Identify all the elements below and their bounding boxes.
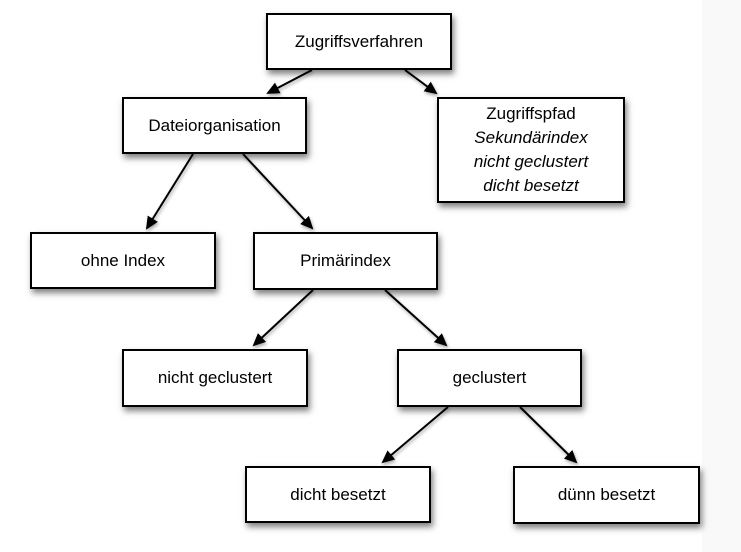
node-duenn-besetzt: dünn besetzt [513, 466, 700, 524]
node-zugriffsverfahren: Zugriffsverfahren [266, 13, 452, 70]
node-label-line: nicht geclustert [473, 152, 589, 171]
edge-arrow-geclustert-to-duenn-besetzt [519, 406, 578, 464]
node-label-line: Sekundärindex [474, 128, 588, 147]
edge-arrow-zugriffsverfahren-to-zugriffspfad [404, 69, 438, 95]
node-label-line: Zugriffspfad [486, 104, 576, 123]
node-label-line: nicht geclustert [157, 368, 273, 387]
node-label-line: dicht besetzt [483, 176, 579, 195]
node-dateiorganisation: Dateiorganisation [122, 97, 307, 154]
node-label-line: Primärindex [300, 251, 391, 270]
node-label-line: dicht besetzt [290, 484, 386, 504]
node-label-line: Dateiorganisation [148, 115, 281, 135]
node-label-line: ohne Index [80, 250, 166, 270]
node-label-line: Zugriffsverfahren [294, 31, 424, 51]
node-dicht-besetzt: dicht besetzt [245, 466, 431, 523]
edge-arrow-dateiorganisation-to-ohne-index [145, 153, 194, 230]
edge-arrow-zugriffsverfahren-to-dateiorganisation [266, 69, 313, 94]
edge-arrow-geclustert-to-dicht-besetzt [381, 406, 449, 464]
node-label-line: dünn besetzt [557, 485, 656, 504]
node-ohne-index: ohne Index [30, 232, 216, 289]
node-geclustert: geclustert [397, 349, 582, 407]
edge-arrow-primaerindex-to-geclustert [384, 289, 448, 347]
right-margin-strip [702, 0, 741, 552]
edge-arrow-primaerindex-to-nicht-geclustert [252, 289, 314, 347]
node-nicht-geclustert: nicht geclustert [122, 349, 308, 407]
node-primaerindex: Primärindex [253, 232, 438, 290]
edge-arrow-dateiorganisation-to-primaerindex [242, 153, 314, 230]
node-label-line: geclustert [452, 368, 527, 387]
